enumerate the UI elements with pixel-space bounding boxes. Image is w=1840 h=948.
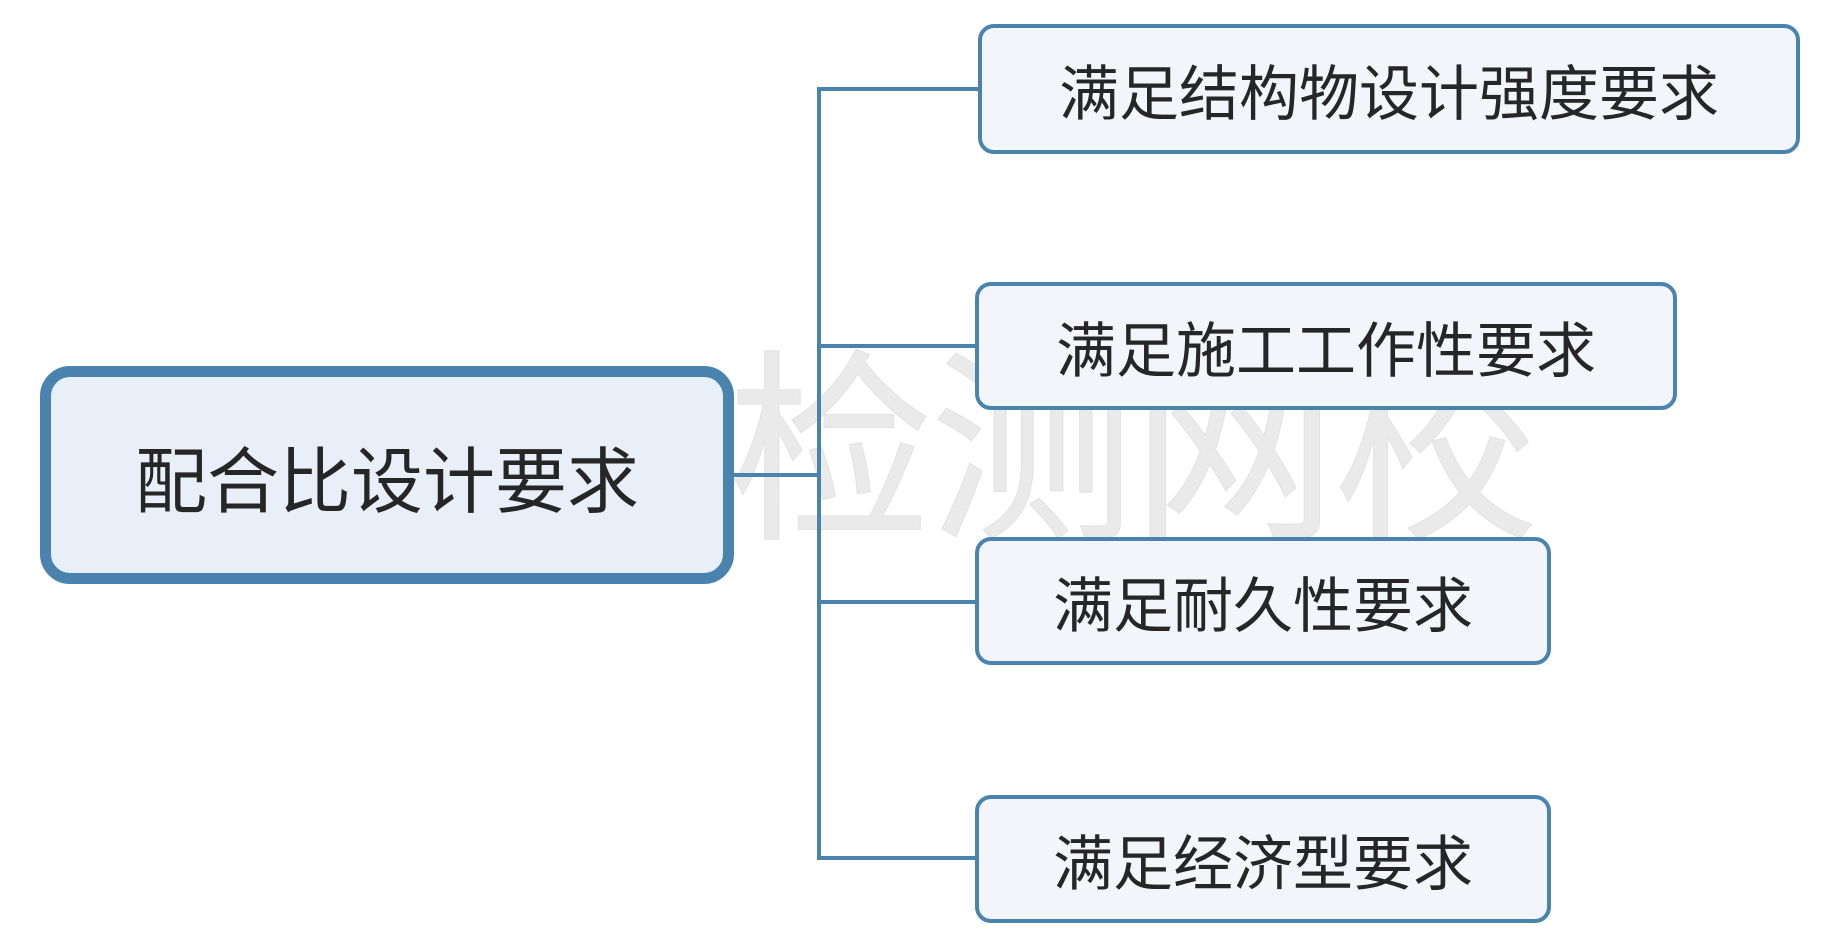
branch-node-label: 满足经济型要求	[1053, 831, 1473, 898]
branch-node-economy[interactable]: 满足经济型要求	[975, 795, 1551, 923]
connector-trunk	[817, 87, 821, 860]
connector-branch-4	[819, 856, 977, 860]
branch-node-workability[interactable]: 满足施工工作性要求	[975, 282, 1677, 410]
connector-branch-1	[819, 87, 980, 91]
branch-node-strength[interactable]: 满足结构物设计强度要求	[978, 24, 1800, 154]
root-node[interactable]: 配合比设计要求	[40, 366, 734, 584]
connector-root-stub	[729, 473, 819, 477]
branch-node-label: 满足耐久性要求	[1053, 573, 1473, 640]
root-node-label: 配合比设计要求	[134, 442, 639, 523]
connector-branch-2	[819, 344, 977, 348]
connector-branch-3	[819, 600, 977, 604]
branch-node-label: 满足结构物设计强度要求	[1059, 61, 1719, 128]
branch-node-durability[interactable]: 满足耐久性要求	[975, 537, 1551, 665]
branch-node-label: 满足施工工作性要求	[1056, 318, 1596, 385]
